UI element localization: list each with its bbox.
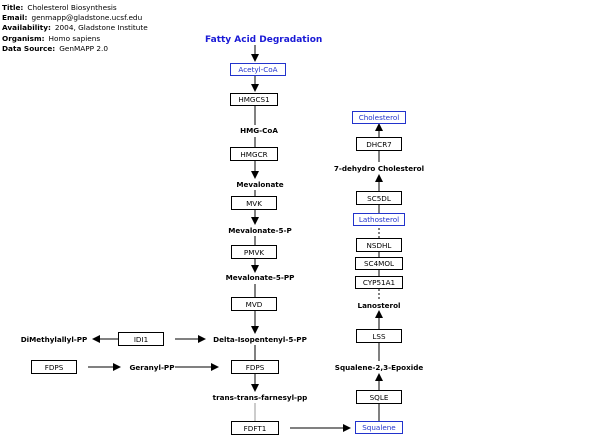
lss-box[interactable]: LSS (356, 329, 402, 343)
sc5dl-box[interactable]: SC5DL (356, 191, 402, 205)
fdps-center-box[interactable]: FDPS (231, 360, 279, 374)
geranyl-label: Geranyl-PP (129, 363, 175, 372)
squalene-epoxide-label: Squalene-2,3-Epoxide (334, 363, 424, 372)
info-availability-value: 2004, Gladstone Institute (54, 23, 148, 33)
hmgcr-box[interactable]: HMGCR (230, 147, 278, 161)
cholesterol-box[interactable]: Cholesterol (352, 111, 406, 124)
cyp51a1-box[interactable]: CYP51A1 (355, 276, 403, 289)
pmvk-box[interactable]: PMVK (231, 245, 277, 259)
sqle-box[interactable]: SQLE (356, 390, 402, 404)
lanosterol-label: Lanosterol (357, 301, 401, 310)
farnesyl-label: trans-trans-farnesyl-pp (212, 393, 308, 402)
info-organism-row: Organism:Homo sapiens (2, 34, 148, 44)
mevalonate-5p-label: Mevalonate-5-P (228, 226, 292, 235)
mevalonate-label: Mevalonate (236, 180, 284, 189)
info-title-row: Title:Cholesterol Biosynthesis (2, 3, 148, 13)
fdft1-box[interactable]: FDFT1 (231, 421, 279, 435)
info-source-key: Data Source: (2, 43, 56, 53)
info-availability-row: Availability:2004, Gladstone Institute (2, 23, 148, 33)
fatty-acid-degradation-link[interactable]: Fatty Acid Degradation (205, 35, 323, 45)
info-source-row: Data Source:GenMAPP 2.0 (2, 44, 148, 54)
nsdhl-box[interactable]: NSDHL (356, 238, 402, 252)
squalene-box[interactable]: Squalene (355, 421, 403, 434)
dhcr7-box[interactable]: DHCR7 (356, 137, 402, 151)
acetyl-coa-box[interactable]: Acetyl-CoA (230, 63, 286, 76)
fdps-left-box[interactable]: FDPS (31, 360, 77, 374)
idi1-box[interactable]: IDI1 (118, 332, 164, 346)
info-title-value: Cholesterol Biosynthesis (27, 3, 117, 12)
dimethylallyl-label: DiMethylallyl-PP (20, 335, 88, 344)
delta-isopentenyl-label: Delta-Isopentenyl-5-PP (213, 335, 307, 344)
info-email-value: genmapp@gladstone.ucsf.edu (31, 13, 143, 23)
mvd-box[interactable]: MVD (231, 297, 277, 311)
info-title-key: Title: (2, 3, 24, 12)
info-organism-value: Homo sapiens (48, 33, 101, 43)
mevalonate-5pp-label: Mevalonate-5-PP (225, 273, 295, 282)
mvk-box[interactable]: MVK (231, 196, 277, 210)
info-email-key: Email: (2, 13, 28, 23)
lathosterol-box[interactable]: Lathosterol (353, 213, 405, 226)
hmg-coa-label: HMG-CoA (240, 126, 278, 135)
sc4mol-box[interactable]: SC4MOL (355, 257, 403, 270)
info-organism-key: Organism: (2, 33, 45, 43)
pathway-info: Title:Cholesterol Biosynthesis Email:gen… (2, 3, 148, 54)
dehydro-cholesterol-label: 7-dehydro Cholesterol (333, 164, 425, 173)
info-availability-key: Availability: (2, 23, 51, 33)
info-email-row: Email:genmapp@gladstone.ucsf.edu (2, 13, 148, 23)
info-source-value: GenMAPP 2.0 (59, 43, 108, 53)
hmgcs1-box[interactable]: HMGCS1 (230, 93, 278, 106)
